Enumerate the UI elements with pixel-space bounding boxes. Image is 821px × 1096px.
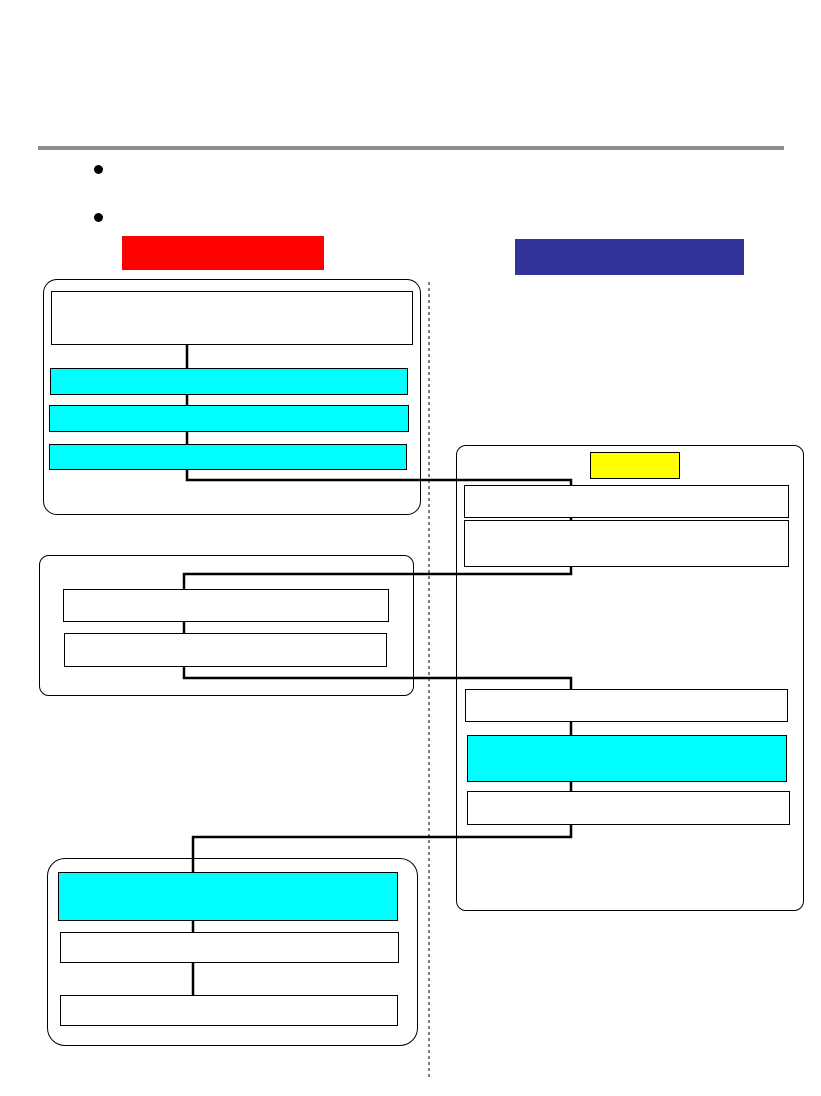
right-group-row-4 (467, 735, 787, 782)
right-group-row-5 (467, 791, 790, 825)
title-underline (38, 146, 784, 150)
left-column-tag (122, 236, 324, 270)
group-b-row-2 (64, 633, 387, 667)
right-column-tag (515, 239, 744, 275)
connector-right-to-c (191, 824, 573, 873)
right-group-row-3 (465, 689, 788, 722)
right-group-label (590, 452, 680, 479)
bullet-marker-2 (94, 213, 103, 222)
group-c-row-2 (60, 932, 399, 963)
connector-a-to-right (185, 470, 573, 486)
group-c-row-1 (58, 872, 398, 921)
right-group-row-1 (464, 485, 789, 518)
connector-b-to-right (182, 666, 573, 690)
group-a-row-2 (49, 405, 409, 432)
group-c-row-3 (60, 995, 398, 1026)
group-a-row-1 (50, 368, 408, 395)
group-b-container (39, 555, 414, 696)
group-a-header-box (51, 291, 413, 345)
group-b-row-1 (63, 589, 389, 622)
group-a-row-3 (49, 444, 407, 470)
right-group-row-2 (464, 520, 789, 567)
bullet-marker-1 (94, 165, 103, 174)
connector-right-to-b (182, 566, 573, 589)
